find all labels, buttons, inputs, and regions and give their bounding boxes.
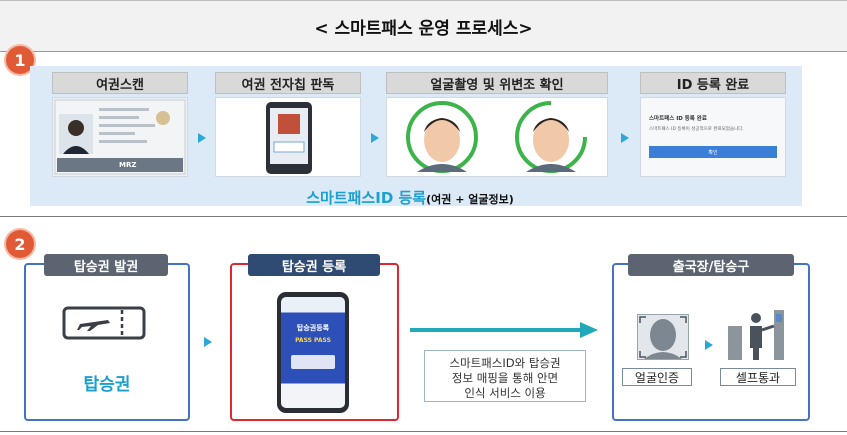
id-complete-screen: 스마트패스 ID 등록 완료 스마트패스 ID 등록이 성공적으로 완료되었습니…	[640, 97, 786, 177]
arrow-5	[705, 340, 713, 350]
self-pass-gate-icon	[724, 304, 794, 366]
passport-image: MRZ	[52, 97, 188, 177]
phone-screen: 탑승권등록 PASS PASS	[281, 297, 345, 408]
smartpass-registration-caption: 스마트패스ID 등록(여권 + 얼굴정보)	[306, 189, 514, 207]
id-complete-screen-title: 스마트패스 ID 등록 완료	[649, 116, 707, 122]
face-capture-image	[386, 97, 608, 177]
bottom-divider	[0, 431, 847, 432]
step-id-complete-title: ID 등록 완료	[640, 72, 786, 94]
step-echip-read-title: 여권 전자칩 판독	[215, 72, 361, 94]
section-divider	[0, 216, 847, 217]
id-complete-screen-message: 스마트패스 ID 등록이 성공적으로 완료되었습니다.	[649, 127, 744, 132]
arrow-3	[621, 133, 629, 143]
boarding-register-title: 탑승권 등록	[248, 254, 380, 276]
phone-screen-title: 탑승권등록	[296, 324, 330, 332]
boarding-issue-box	[24, 263, 190, 421]
face-auth-label: 얼굴인증	[622, 368, 692, 386]
mrz-label: MRZ	[119, 161, 137, 169]
echip-reader-image	[215, 97, 361, 177]
arrow-4	[204, 337, 212, 347]
phone-reader-illustration	[266, 102, 312, 174]
diagram-title: < 스마트패스 운영 프로세스>	[0, 0, 847, 52]
step-passport-scan-title: 여권스캔	[52, 72, 188, 94]
arrow-2	[371, 133, 379, 143]
section-1-number-badge: 1	[6, 46, 34, 74]
face-scan-illustration	[406, 101, 587, 173]
id-complete-confirm-button[interactable]: 확인	[649, 146, 777, 158]
boarding-pass-caption: 탑승권	[83, 375, 131, 395]
passport-scan-illustration	[54, 99, 186, 175]
face-auth-icon	[637, 314, 689, 360]
section-2-number-badge: 2	[6, 230, 34, 258]
phone-boarding-pass-card	[291, 355, 335, 369]
departure-title: 출국장/탑승구	[628, 254, 794, 276]
step-face-capture-title: 얼굴촬영 및 위변조 확인	[386, 72, 608, 94]
phone-image: 탑승권등록 PASS PASS	[277, 292, 349, 413]
phone-screen-sub: PASS PASS	[295, 337, 331, 344]
boarding-issue-title: 탑승권 발권	[44, 254, 168, 276]
self-pass-label: 셀프통과	[720, 368, 796, 386]
arrow-1	[198, 133, 206, 143]
mapping-info-box: 스마트패스ID와 탑승권 정보 매핑을 통해 안면 인식 서비스 이용	[424, 350, 586, 402]
ticket-icon	[62, 306, 146, 344]
mapping-arrow	[410, 320, 600, 344]
